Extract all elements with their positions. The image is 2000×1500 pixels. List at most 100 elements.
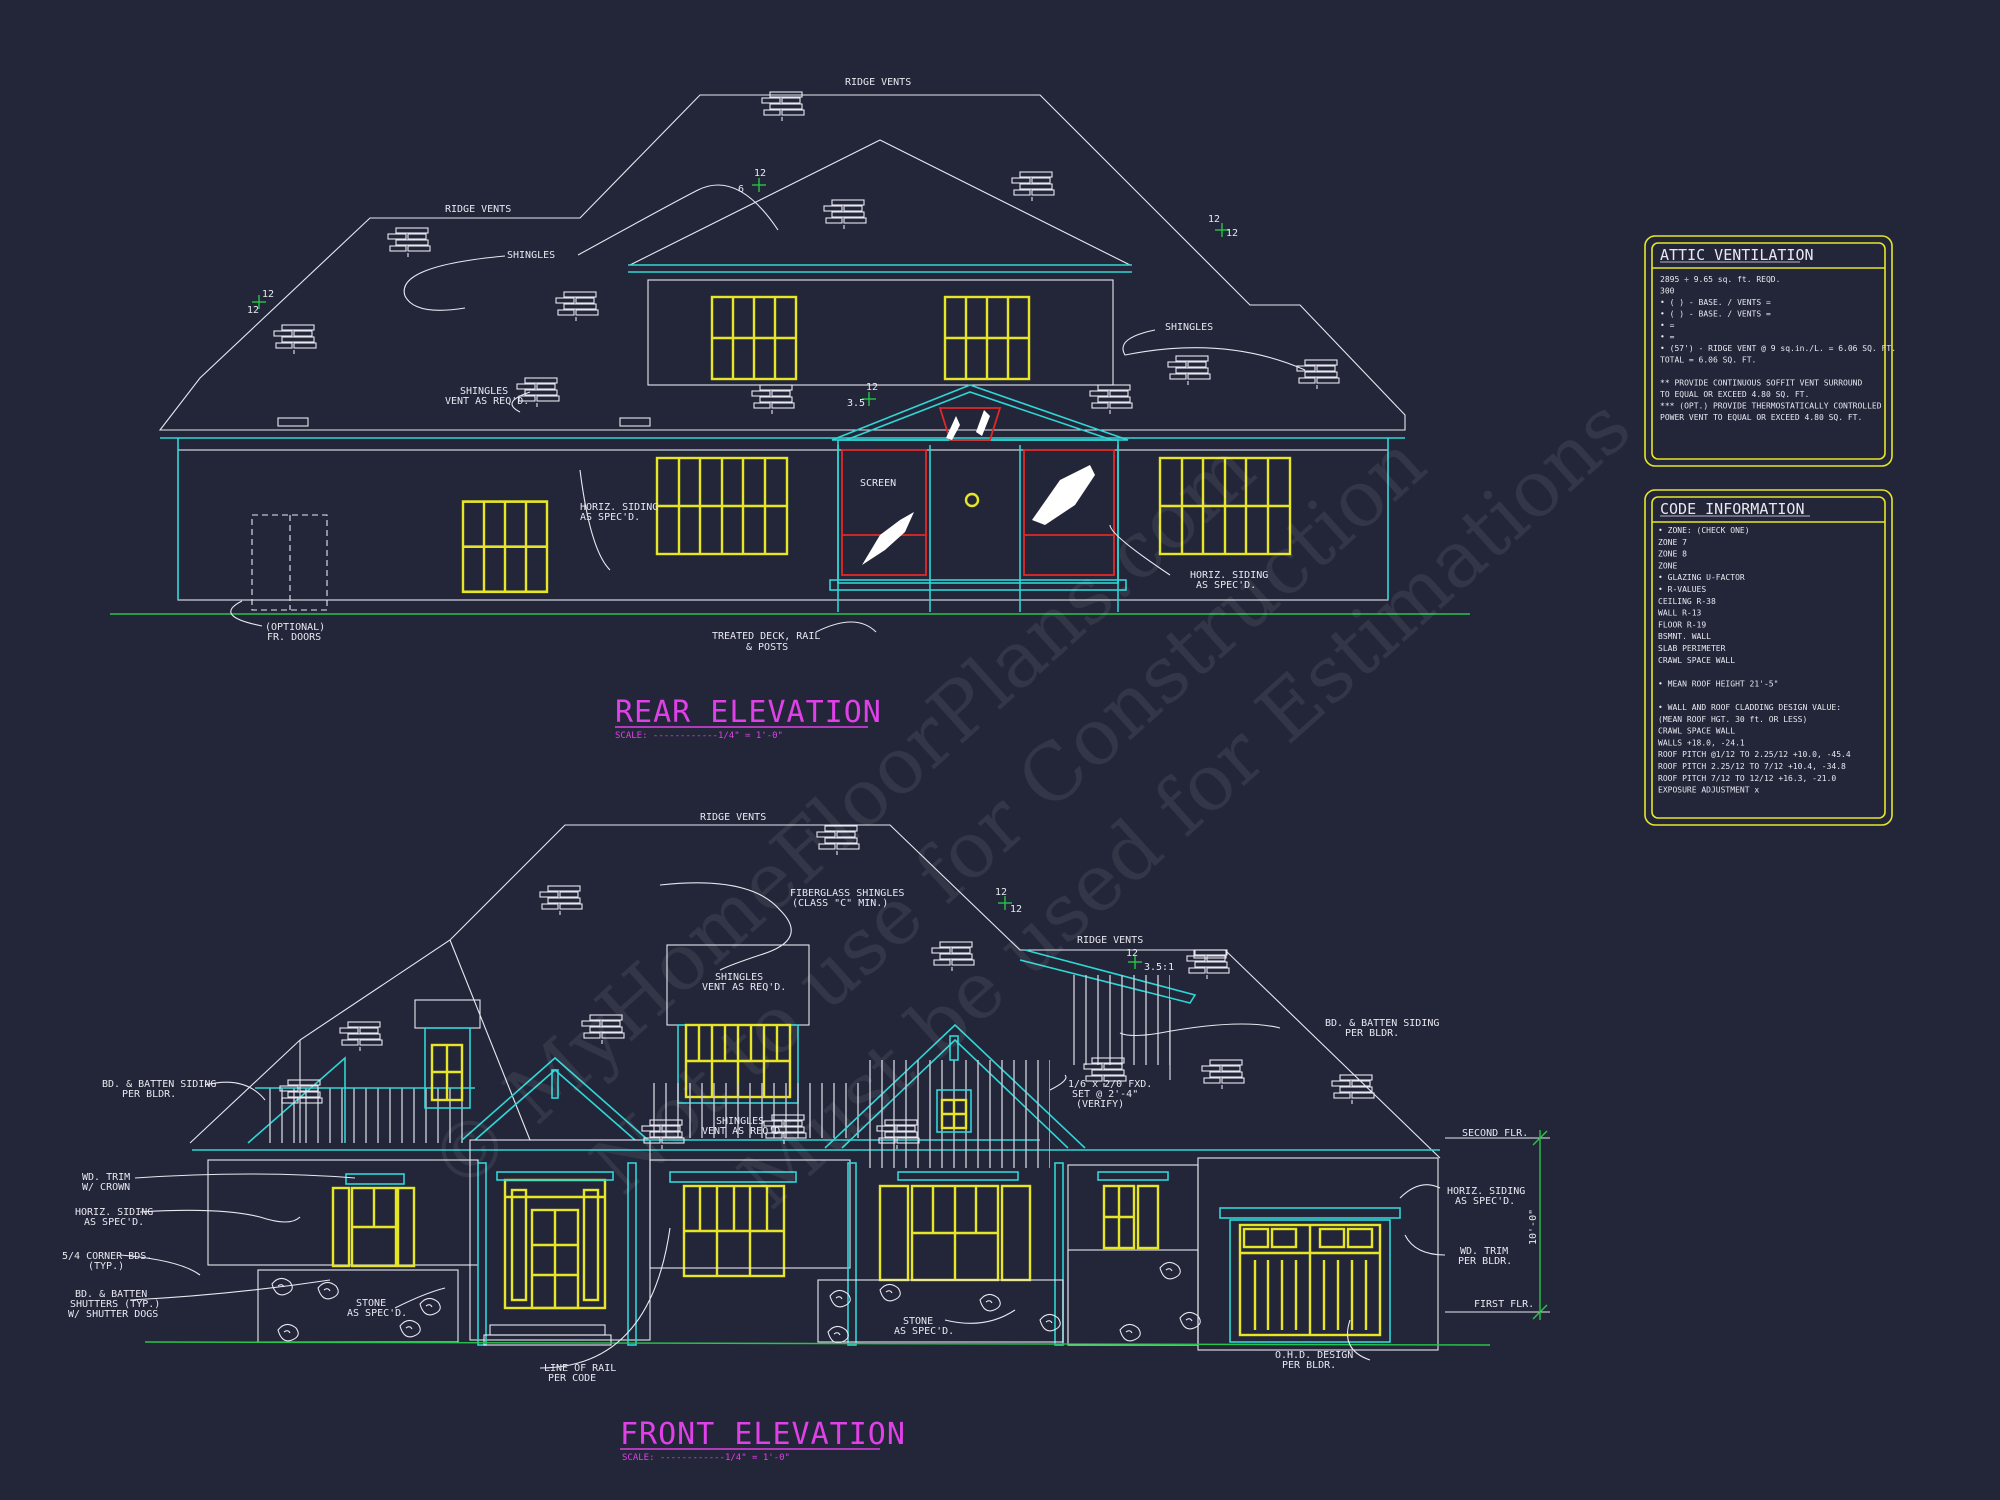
rear-upper-wall xyxy=(647,279,1114,386)
attic-line: ** PROVIDE CONTINUOUS SOFFIT VENT SURROU… xyxy=(1660,379,1862,388)
rear-pitch-12d: 12 xyxy=(1208,214,1220,225)
front-corner-2: (TYP.) xyxy=(88,1261,124,1272)
front-height-label: 10'-0" xyxy=(1528,1209,1539,1245)
front-pitch-12c: 12 xyxy=(1126,948,1138,959)
front-garage-door xyxy=(1229,1219,1391,1343)
rear-ridge-vents-left: RIDGE VENTS xyxy=(445,204,511,215)
rear-screen-label: SCREEN xyxy=(860,478,896,489)
rear-siding-mid-2: AS SPEC'D. xyxy=(580,512,640,523)
rear-pitch-6: 6 xyxy=(738,184,744,195)
attic-line: • ( ) - BASE. / VENTS = xyxy=(1660,310,1771,319)
front-left-wall xyxy=(207,1159,479,1266)
attic-ventilation-title: ATTIC VENTILATION xyxy=(1660,246,1814,264)
code-line: ROOF PITCH 2.25/12 TO 7/12 +10.4, -34.8 xyxy=(1658,762,1846,771)
rear-elevation: RIDGE VENTS RIDGE VENTS SHINGLES SHINGLE… xyxy=(110,77,1470,741)
front-batten-left-2: PER BLDR. xyxy=(122,1089,176,1100)
front-batten-left-1: BD. & BATTEN SIDING xyxy=(102,1079,216,1090)
front-wdtrim-1: WD. TRIM xyxy=(82,1172,130,1183)
code-line: FLOOR R-19 xyxy=(1658,620,1706,629)
code-line: CRAWL SPACE WALL xyxy=(1658,727,1735,736)
code-line: • R-VALUES xyxy=(1658,585,1706,594)
front-corner-1: 5/4 CORNER BDS. xyxy=(62,1251,152,1262)
rear-pitch-12a: 12 xyxy=(754,168,766,179)
attic-line: • = xyxy=(1660,321,1675,330)
front-batten-right-2: PER BLDR. xyxy=(1345,1028,1399,1039)
front-pitch-35: 3.5:1 xyxy=(1144,962,1174,973)
attic-line: TO EQUAL OR EXCEED 4.80 SQ. FT. xyxy=(1660,390,1809,399)
front-main-roof xyxy=(189,824,1441,1159)
front-stone-left-2: AS SPEC'D. xyxy=(347,1308,407,1319)
front-stone-mid-2: AS SPEC'D. xyxy=(894,1326,954,1337)
code-line: • WALL AND ROOF CLADDING DESIGN VALUE: xyxy=(1658,703,1841,712)
rear-siding-right-1: HORIZ. SIDING xyxy=(1190,570,1268,581)
attic-line: 300 xyxy=(1660,287,1675,296)
front-batten-right-1: BD. & BATTEN SIDING xyxy=(1325,1018,1439,1029)
front-first-flr: FIRST FLR. xyxy=(1474,1299,1534,1310)
front-wdtrim-r-2: PER BLDR. xyxy=(1458,1256,1512,1267)
code-line: • ZONE: (CHECK ONE) xyxy=(1658,526,1750,535)
front-fxd-3: (VERIFY) xyxy=(1076,1099,1124,1110)
front-shingles-vent-b2: VENT AS REQ'D. xyxy=(702,1126,786,1137)
front-ohd-2: PER BLDR. xyxy=(1282,1360,1336,1371)
code-line: BSMNT. WALL xyxy=(1658,632,1711,641)
code-line: WALLS +18.0, -24.1 xyxy=(1658,738,1745,747)
front-stone-left-1: STONE xyxy=(356,1298,386,1309)
front-ridge-vents-right: RIDGE VENTS xyxy=(1077,935,1143,946)
rear-shingles-left: SHINGLES xyxy=(507,250,555,261)
rear-elevation-title: REAR ELEVATION xyxy=(615,695,882,730)
attic-line: 2895 ÷ 9.65 sq. ft. REQD. xyxy=(1660,275,1780,284)
code-line: ZONE 7 xyxy=(1658,538,1687,547)
front-fxd-2: SET @ 2'-4" xyxy=(1072,1089,1138,1100)
code-line: EXPOSURE ADJUSTMENT x xyxy=(1658,786,1759,795)
front-elevation-scale: SCALE: ------------1/4" = 1'-0" xyxy=(622,1453,790,1463)
rear-shingles-right: SHINGLES xyxy=(1165,322,1213,333)
front-horiz-right-2: AS SPEC'D. xyxy=(1455,1196,1515,1207)
code-line: • MEAN ROOF HEIGHT 21'-5" xyxy=(1658,679,1778,688)
rear-pitch-35: 3.5 xyxy=(847,398,865,409)
attic-line: POWER VENT TO EQUAL OR EXCEED 4.80 SQ. F… xyxy=(1660,413,1862,422)
front-ridge-vents-top: RIDGE VENTS xyxy=(700,812,766,823)
front-shingles-vent-a2: VENT AS REQ'D. xyxy=(702,982,786,993)
front-pitch-12b: 12 xyxy=(1010,904,1022,915)
code-line: (MEAN ROOF HGT. 30 ft. OR LESS) xyxy=(1658,715,1807,724)
front-shutters-1: BD. & BATTEN xyxy=(75,1289,147,1300)
rear-upper-gable xyxy=(629,139,1131,266)
front-shingles-vent-b1: SHINGLES xyxy=(716,1116,764,1127)
code-line: ROOF PITCH @1/12 TO 2.25/12 +10.0, -45.4 xyxy=(1658,750,1851,759)
front-shutters-3: W/ SHUTTER DOGS xyxy=(68,1309,158,1320)
rear-pitch-12e: 12 xyxy=(1226,228,1238,239)
rear-deck-1: TREATED DECK, RAIL xyxy=(712,631,820,642)
front-rail-1: LINE OF RAIL xyxy=(544,1363,616,1374)
rear-elevation-scale: SCALE: ------------1/4" = 1'-0" xyxy=(615,731,783,741)
front-elevation-title: FRONT ELEVATION xyxy=(620,1417,906,1452)
front-pitch-12a: 12 xyxy=(995,887,1007,898)
front-fiberglass-2: (CLASS "C" MIN.) xyxy=(792,898,888,909)
rear-siding-mid-1: HORIZ. SIDING xyxy=(580,502,658,513)
code-information-panel: CODE INFORMATION • ZONE: (CHECK ONE) ZON… xyxy=(1644,489,1893,826)
code-line: CEILING R-38 xyxy=(1658,597,1716,606)
attic-line: • (57') - RIDGE VENT @ 9 sq.in./L. = 6.0… xyxy=(1660,344,1896,353)
front-horiz-left-2: AS SPEC'D. xyxy=(84,1217,144,1228)
code-line: ZONE 8 xyxy=(1658,550,1687,559)
front-ohd-1: O.H.D. DESIGN xyxy=(1275,1350,1353,1361)
rear-optional-doors xyxy=(251,514,328,611)
front-horiz-left-1: HORIZ. SIDING xyxy=(75,1207,153,1218)
rear-main-roof xyxy=(158,94,1406,431)
front-wdtrim-2: W/ CROWN xyxy=(82,1182,130,1193)
front-stone-mid-1: STONE xyxy=(903,1316,933,1327)
front-rail-2: PER CODE xyxy=(548,1373,596,1384)
front-fxd-1: 1/6 x 2/0 FXD. xyxy=(1068,1079,1152,1090)
rear-pitch-12c: 12 xyxy=(247,305,259,316)
attic-line: • ( ) - BASE. / VENTS = xyxy=(1660,298,1771,307)
attic-line: • = xyxy=(1660,333,1675,342)
rear-optional-2: FR. DOORS xyxy=(267,632,321,643)
attic-line: *** (OPT.) PROVIDE THERMOSTATICALLY CONT… xyxy=(1660,402,1882,411)
code-line: WALL R-13 xyxy=(1658,609,1702,618)
front-height-dimension xyxy=(1445,1130,1550,1320)
front-entry-door xyxy=(496,1171,614,1310)
front-entry-gable xyxy=(461,1056,649,1141)
code-line: ROOF PITCH 7/12 TO 12/12 +16.3, -21.0 xyxy=(1658,774,1836,783)
code-information-title: CODE INFORMATION xyxy=(1660,500,1805,518)
rear-screened-porch xyxy=(829,384,1129,612)
